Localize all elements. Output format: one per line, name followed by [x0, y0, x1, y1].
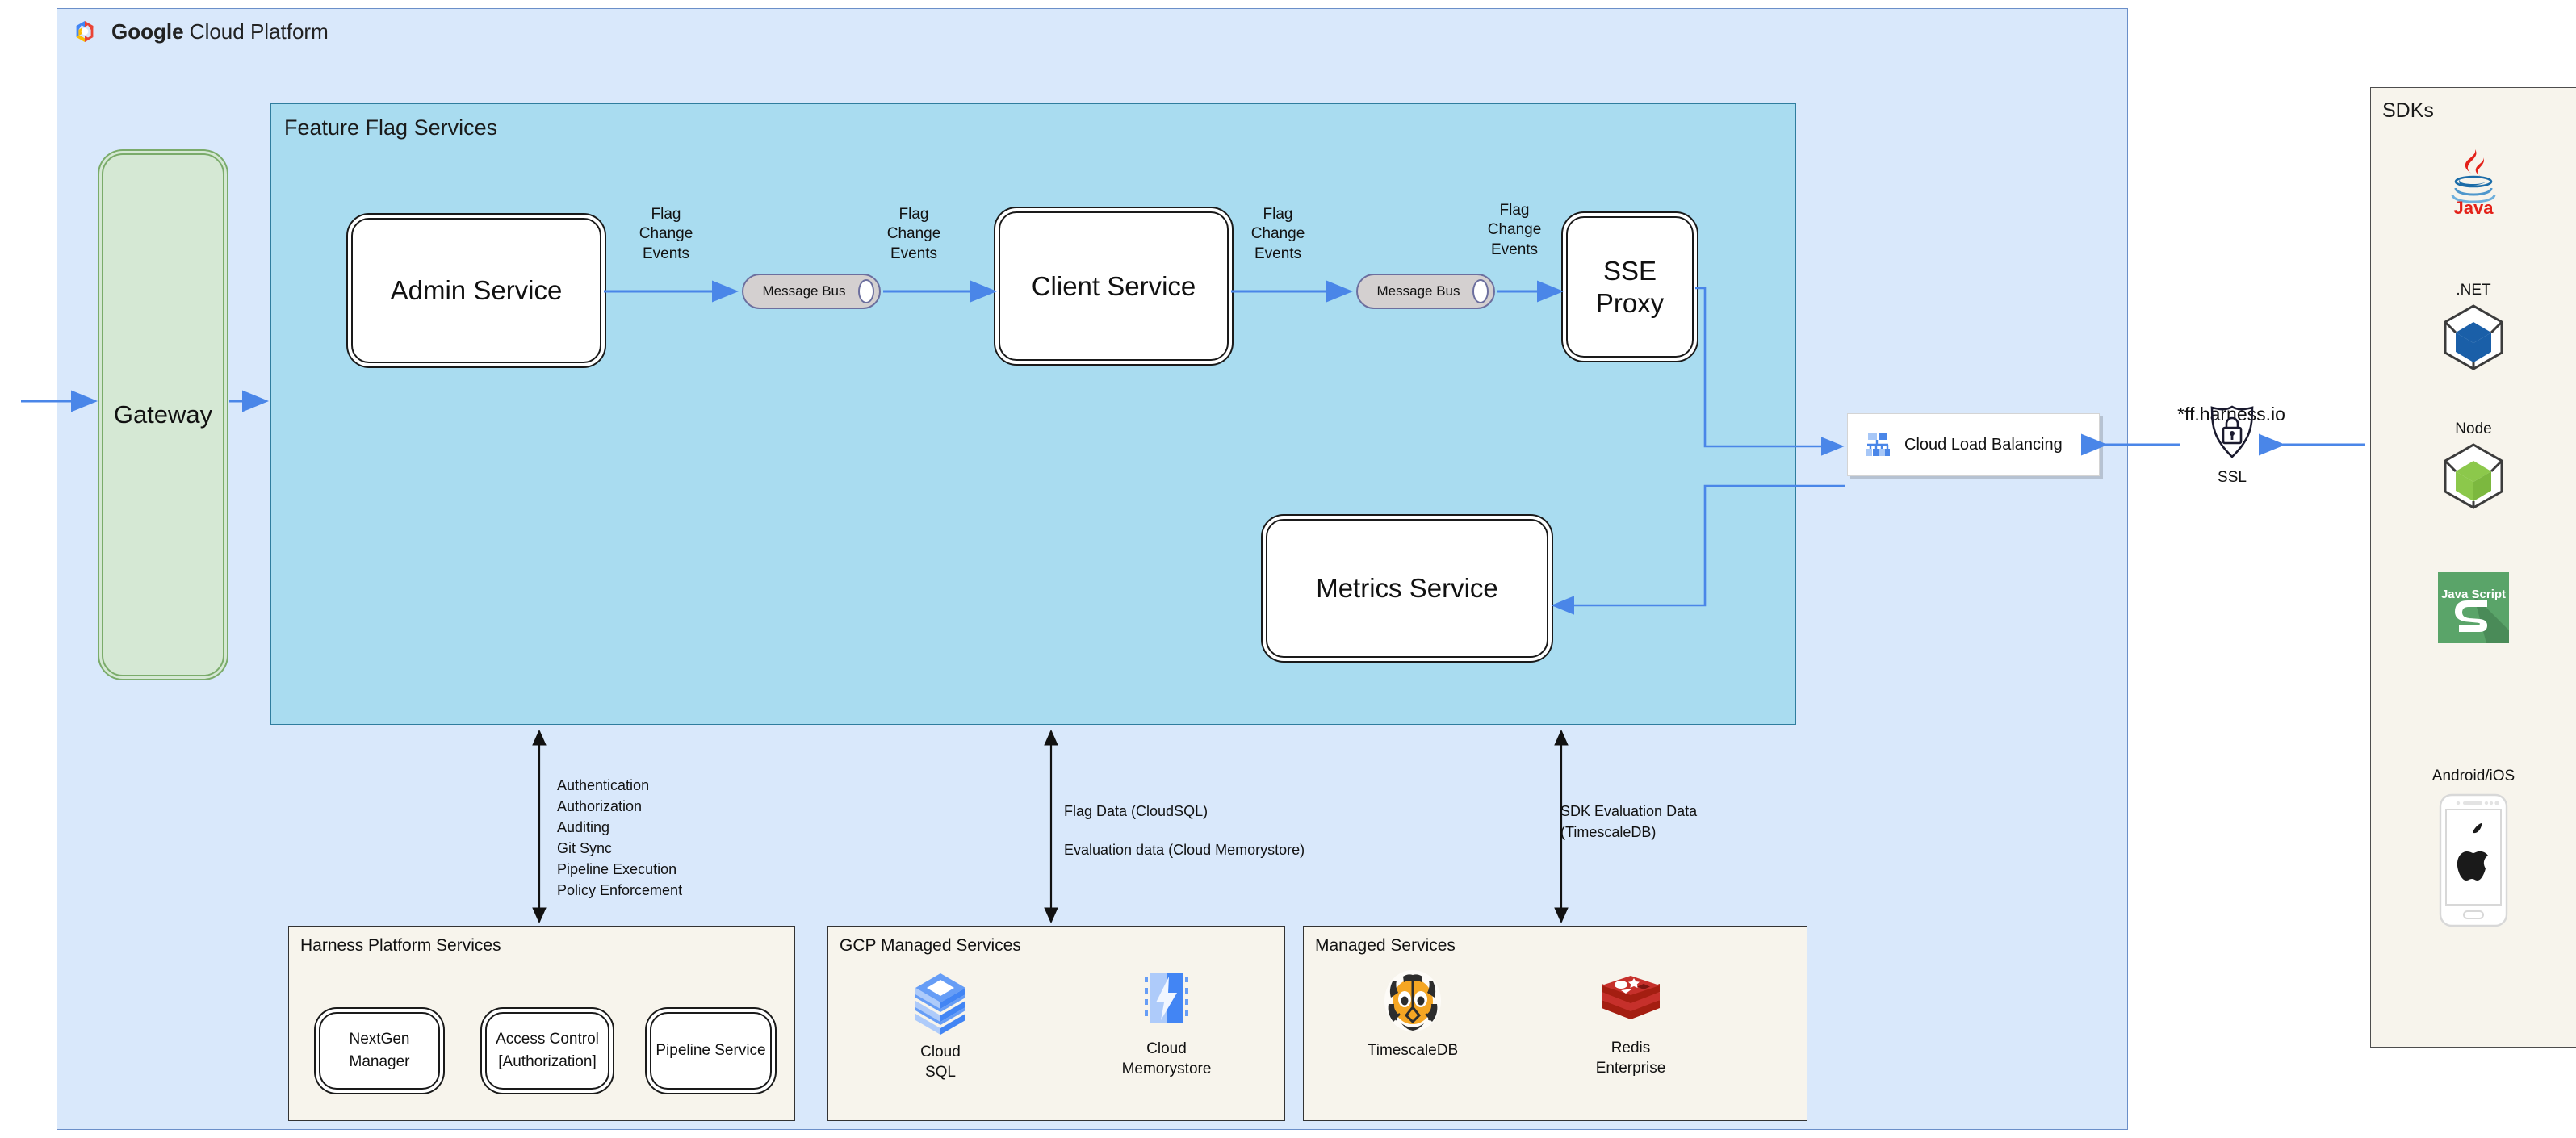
- cloud-load-balancing-card[interactable]: Cloud Load Balancing: [1847, 413, 2100, 476]
- message-bus-1[interactable]: Message Bus: [742, 274, 881, 309]
- sdk-item-android-ios[interactable]: Android/iOS: [2371, 768, 2576, 929]
- cloud-memorystore-label: Cloud Memorystore: [1121, 1040, 1212, 1077]
- feature-flag-services-title: Feature Flag Services: [284, 115, 498, 140]
- ssl-label: SSL: [2218, 469, 2247, 486]
- cloud-memorystore-item[interactable]: Cloud Memorystore: [1106, 970, 1227, 1079]
- java-icon: Java: [2371, 146, 2576, 215]
- annot-line: Pipeline Execution: [557, 861, 677, 878]
- sse-proxy-node[interactable]: SSE Proxy: [1566, 216, 1694, 358]
- redis-enterprise-item[interactable]: Redis Enterprise: [1574, 973, 1687, 1078]
- sdk-item-node[interactable]: Node: [2371, 420, 2576, 511]
- timescaledb-item[interactable]: TimescaleDB: [1356, 969, 1469, 1061]
- platform-annotation: Authentication Authorization Auditing Gi…: [557, 775, 823, 902]
- annot-line: SDK Evaluation Data: [1560, 803, 1698, 819]
- gcp-header: Google Cloud Platform: [71, 18, 329, 45]
- redis-enterprise-label: Redis Enterprise: [1595, 1040, 1666, 1077]
- managed-services-title: Managed Services: [1315, 936, 1456, 955]
- gcp-title-rest: Cloud Platform: [183, 19, 329, 44]
- gcp-managed-services-title: GCP Managed Services: [840, 936, 1021, 955]
- message-bus-1-label: Message Bus: [762, 283, 846, 299]
- annot-line: Authorization: [557, 798, 643, 815]
- flow-label-2: Flag Change Events: [886, 206, 941, 262]
- managed-services-panel: Managed Services: [1303, 926, 1807, 1121]
- metrics-data-annotation: SDK Evaluation Data (TimescaleDB): [1560, 801, 1819, 843]
- annot-line: Auditing: [557, 819, 610, 836]
- message-bus-cap-icon: [1472, 279, 1489, 303]
- svg-text:Java Script: Java Script: [2441, 588, 2506, 601]
- sdk-item-dotnet[interactable]: .NET: [2371, 282, 2576, 372]
- dotnet-cube-icon: [2371, 303, 2576, 372]
- feature-flag-services-panel: Feature Flag Services: [270, 103, 1796, 725]
- redis-icon: [1574, 973, 1687, 1034]
- sdk-item-javascript[interactable]: Java Script: [2371, 571, 2576, 645]
- android-ios-label: Android/iOS: [2431, 768, 2515, 784]
- cloud-memorystore-icon: [1106, 970, 1227, 1035]
- gateway-node[interactable]: Gateway: [102, 153, 224, 676]
- cloud-sql-icon: [888, 970, 993, 1038]
- annot-line: (TimescaleDB): [1560, 824, 1657, 841]
- message-bus-cap-icon: [858, 279, 874, 303]
- gcp-title: Google Cloud Platform: [111, 19, 329, 44]
- harness-platform-services-title: Harness Platform Services: [300, 936, 501, 955]
- message-bus-2-label: Message Bus: [1376, 283, 1460, 299]
- timescaledb-tiger-icon: [1356, 969, 1469, 1036]
- admin-service-node[interactable]: Admin Service: [351, 218, 601, 363]
- sdks-title: SDKs: [2382, 99, 2434, 122]
- cloud-sql-label: Cloud SQL: [920, 1044, 961, 1081]
- sdks-panel: SDKs Java .NET: [2370, 87, 2576, 1048]
- annot-line: Flag Data (CloudSQL): [1064, 803, 1208, 819]
- gcp-data-annotation: Flag Data (CloudSQL) Evaluation data (Cl…: [1064, 801, 1403, 860]
- svg-text:Java: Java: [2454, 198, 2494, 215]
- pipeline-service-node[interactable]: Pipeline Service: [650, 1012, 772, 1090]
- ssl-shield-lock-icon: [2210, 405, 2254, 458]
- javascript-icon: Java Script: [2371, 571, 2576, 645]
- node-cube-icon: [2371, 441, 2576, 511]
- google-cloud-logo-icon: [76, 21, 94, 42]
- gcp-managed-services-panel: GCP Managed Services: [827, 926, 1285, 1121]
- ssl-badge: SSL: [2188, 404, 2277, 487]
- sdk-item-java[interactable]: Java: [2371, 146, 2576, 215]
- annot-line: Authentication: [557, 777, 650, 793]
- metrics-service-node[interactable]: Metrics Service: [1266, 519, 1548, 658]
- dotnet-label: .NET: [2456, 282, 2491, 299]
- client-service-node[interactable]: Client Service: [999, 211, 1229, 361]
- annot-line: Evaluation data (Cloud Memorystore): [1064, 842, 1305, 859]
- nextgen-manager-node[interactable]: NextGen Manager: [319, 1012, 440, 1090]
- flow-label-3: Flag Change Events: [1250, 206, 1305, 262]
- message-bus-2[interactable]: Message Bus: [1356, 274, 1495, 309]
- apple-phone-icon: [2371, 792, 2576, 929]
- node-label: Node: [2455, 420, 2492, 437]
- timescaledb-label: TimescaleDB: [1367, 1042, 1459, 1059]
- annot-line: Policy Enforcement: [557, 882, 683, 899]
- gcp-title-bold: Google: [111, 19, 184, 44]
- annot-line: Git Sync: [557, 840, 613, 857]
- cloud-load-balancing-label: Cloud Load Balancing: [1904, 435, 2063, 454]
- flow-label-4: Flag Change Events: [1487, 202, 1542, 258]
- annot-spacer: [1064, 822, 1403, 839]
- cloud-sql-item[interactable]: Cloud SQL: [888, 970, 993, 1082]
- flow-label-1: Flag Change Events: [639, 206, 693, 262]
- cloud-load-balancing-icon: [1866, 433, 1890, 456]
- access-control-node[interactable]: Access Control [Authorization]: [485, 1012, 609, 1090]
